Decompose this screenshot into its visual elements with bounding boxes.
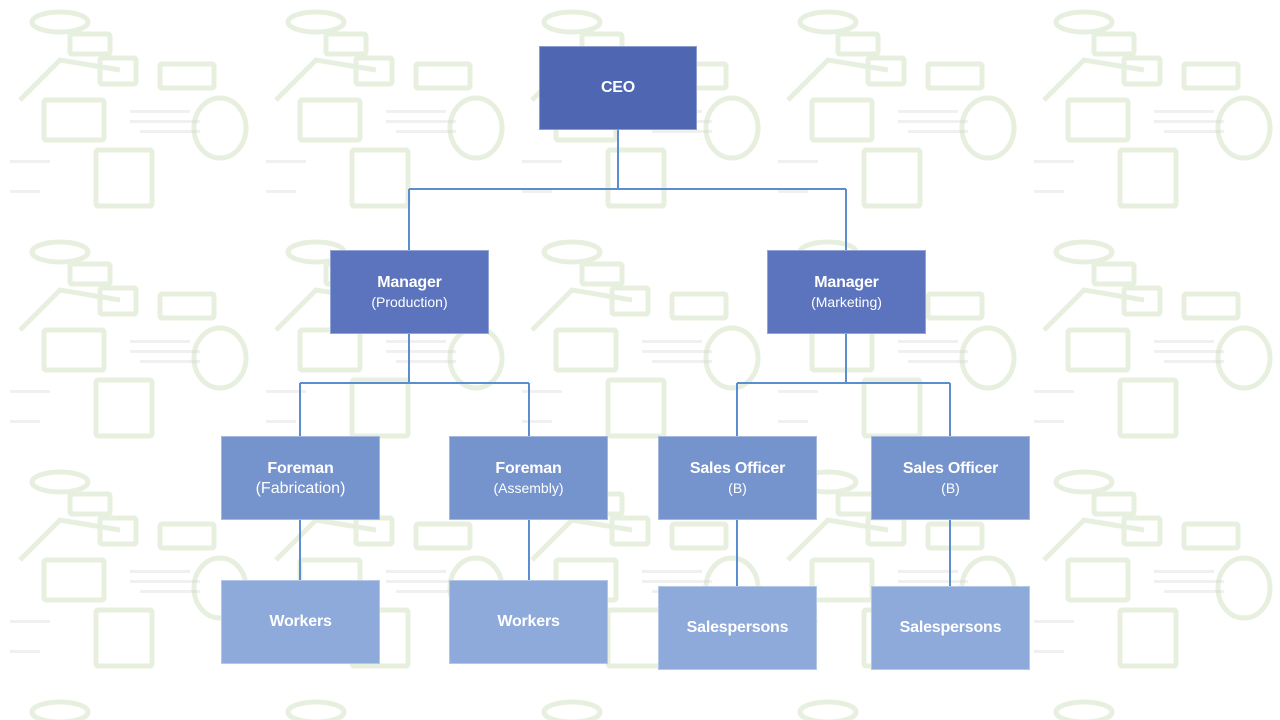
node-workers-2: Workers bbox=[449, 580, 608, 664]
node-manager-marketing: Manager (Marketing) bbox=[767, 250, 926, 334]
node-subtitle: (Marketing) bbox=[811, 293, 882, 310]
node-title: Manager bbox=[377, 273, 442, 291]
node-subtitle: (B) bbox=[941, 479, 960, 496]
node-title: Workers bbox=[269, 613, 332, 630]
node-ceo: CEO bbox=[539, 46, 697, 130]
node-title: Salespersons bbox=[686, 619, 789, 636]
node-title: Foreman bbox=[495, 459, 562, 477]
node-manager-production: Manager (Production) bbox=[330, 250, 489, 334]
node-foreman-fabrication: Foreman (Fabrication) bbox=[221, 436, 380, 520]
node-title: Foreman bbox=[267, 459, 334, 477]
node-title: Salespersons bbox=[899, 619, 1002, 636]
node-workers-1: Workers bbox=[221, 580, 380, 664]
node-foreman-assembly: Foreman (Assembly) bbox=[449, 436, 608, 520]
node-title: Manager bbox=[814, 273, 879, 291]
node-sales-officer-2: Sales Officer (B) bbox=[871, 436, 1030, 520]
node-subtitle: (Assembly) bbox=[493, 479, 564, 496]
node-title: Sales Officer bbox=[902, 459, 999, 477]
node-subtitle: (B) bbox=[728, 479, 747, 496]
node-salespersons-2: Salespersons bbox=[871, 586, 1030, 670]
node-salespersons-1: Salespersons bbox=[658, 586, 817, 670]
node-title: CEO bbox=[600, 79, 636, 96]
node-title: Workers bbox=[497, 613, 560, 630]
node-title: Sales Officer bbox=[689, 459, 786, 477]
node-sales-officer-1: Sales Officer (B) bbox=[658, 436, 817, 520]
node-subtitle: (Production) bbox=[371, 293, 448, 310]
node-subtitle: (Fabrication) bbox=[255, 479, 346, 497]
